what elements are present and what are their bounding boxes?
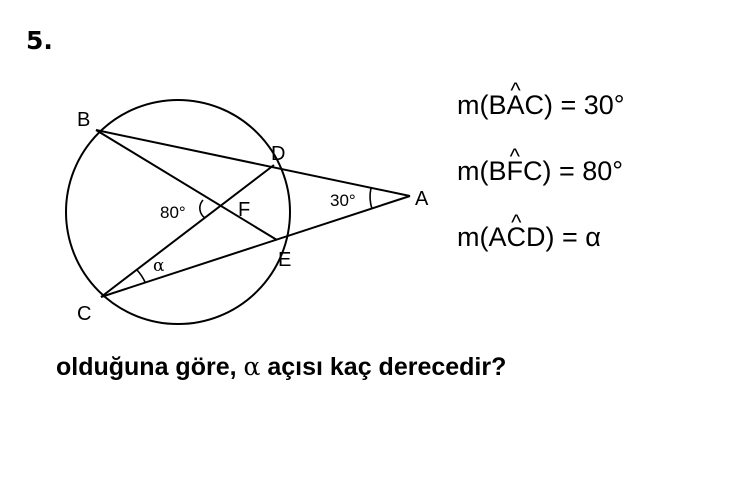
point-label-e: E [278,249,291,271]
point-label-c: C [77,303,91,325]
point-label-a: A [415,188,429,210]
hat-accent: ^ [511,210,522,235]
angle-arc-bac [369,187,373,210]
given-angle-bac: m(B^AC) = 30° [457,78,625,121]
vertex-with-hat: ^C [506,210,527,253]
vertex-with-hat: ^F [506,144,524,187]
question-number: 5. [26,26,53,55]
angle-arc-acd [136,269,146,283]
given-angle-bfc: m(B^FC) = 80° [457,144,624,187]
vertex-with-hat: ^A [506,78,525,121]
point-label-d: D [271,143,285,165]
angle-label-bac: 30° [330,191,356,210]
point-label-b: B [77,109,90,131]
hat-accent: ^ [509,144,520,169]
segment-b-e [95,129,278,241]
circle [65,99,291,325]
angle-label-acd: α [153,256,165,276]
alpha-symbol: α [243,352,261,381]
point-label-f: F [238,199,250,221]
given-angle-acd: m(A^CD) = α [457,210,601,253]
angle-label-bfc: 80° [160,203,186,222]
angle-arc-bfc [199,199,206,219]
segment-b-a [95,129,411,197]
segment-c-d [100,164,275,298]
segment-c-a [100,195,411,298]
question-text: olduğuna göre, α açısı kaç derecedir? [56,352,507,381]
hat-accent: ^ [510,78,521,103]
